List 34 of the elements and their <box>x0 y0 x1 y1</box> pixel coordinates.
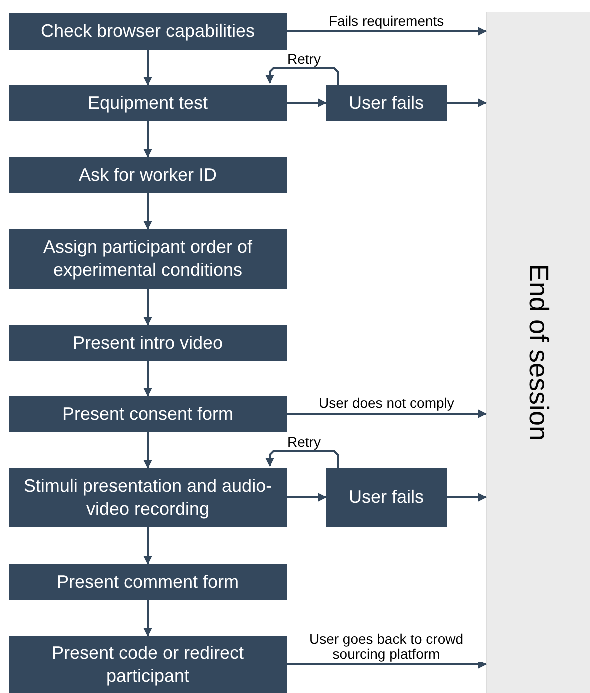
arrow <box>144 289 152 326</box>
arrow <box>287 98 327 108</box>
process-box: Present comment form <box>9 564 287 600</box>
arrow <box>144 121 152 158</box>
arrow <box>447 493 487 502</box>
arrow <box>287 27 487 36</box>
arrow <box>144 50 152 86</box>
process-box: User fails <box>326 468 447 527</box>
arrow <box>144 432 152 469</box>
arrow <box>287 660 487 669</box>
arrow <box>144 600 152 637</box>
arrow <box>287 410 487 418</box>
edge-label: User does not comply <box>317 396 456 411</box>
edge-label: Retry <box>286 435 323 450</box>
edge-label: Fails requirements <box>327 14 446 28</box>
process-box: Present intro video <box>9 325 287 361</box>
arrow <box>447 98 487 108</box>
arrow <box>287 493 327 502</box>
arrow <box>144 193 152 230</box>
band-title: End of session <box>523 264 554 442</box>
edge-label: Retry <box>286 52 323 67</box>
process-box: Equipment test <box>9 85 287 121</box>
process-box: User fails <box>326 85 447 121</box>
process-box: Ask for worker ID <box>9 157 287 193</box>
process-box: Stimuli presentation and audio-video recording <box>9 468 287 527</box>
arrow <box>266 67 339 85</box>
arrow <box>266 450 339 468</box>
terminal-band <box>486 12 590 693</box>
process-box: Present consent form <box>9 396 287 432</box>
arrow <box>144 361 152 397</box>
arrow <box>144 527 152 565</box>
process-box: Check browser capabilities <box>9 13 287 50</box>
process-box: Present code or redirect participant <box>9 636 287 693</box>
process-box: Assign participant order of experimental conditions <box>9 229 287 289</box>
